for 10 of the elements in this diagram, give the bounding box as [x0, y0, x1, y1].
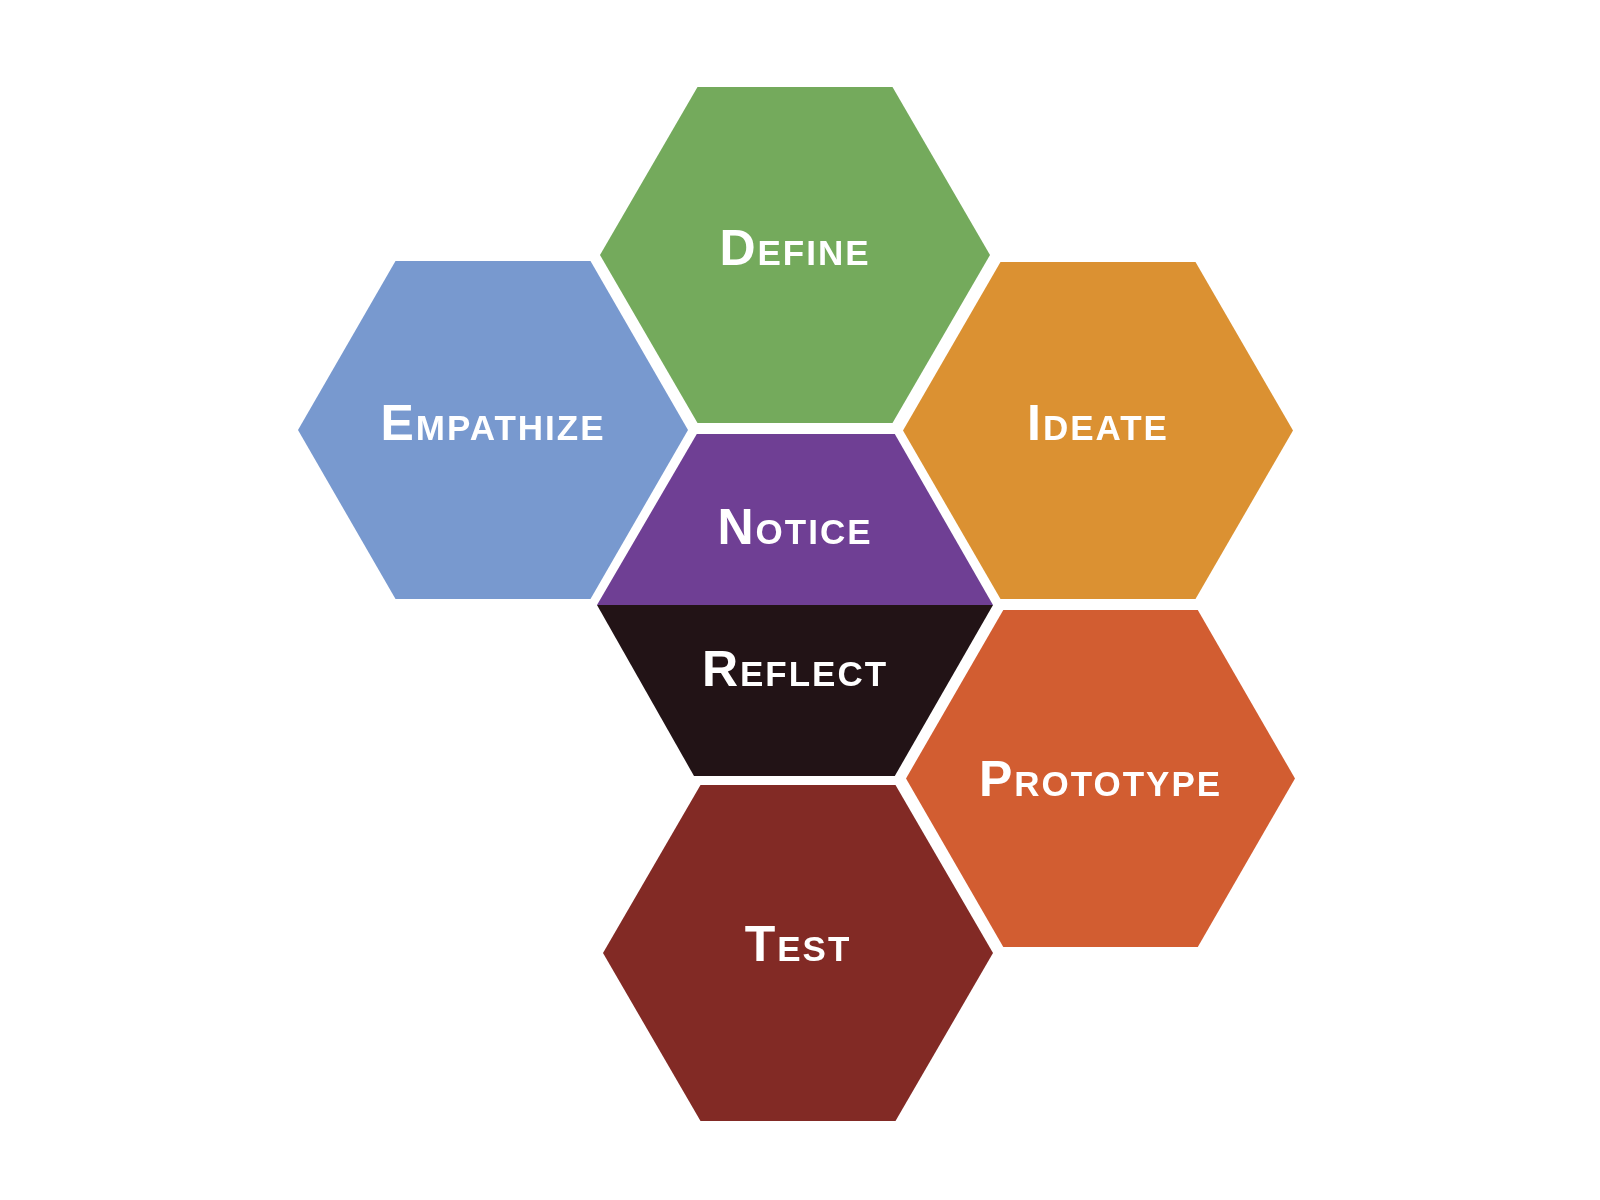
hexagon-tile: [906, 610, 1295, 947]
hexagon-tile: [298, 261, 688, 599]
stage-label: Define: [719, 223, 871, 273]
stage-label: Notice: [717, 502, 873, 552]
stage-label: Ideate: [1027, 398, 1169, 448]
stage-label: Test: [744, 919, 852, 969]
hexagon-tile: [903, 262, 1293, 599]
stage-label: Prototype: [978, 754, 1223, 804]
stage-label: Empathize: [380, 398, 606, 448]
stage-label: Reflect: [701, 644, 889, 694]
